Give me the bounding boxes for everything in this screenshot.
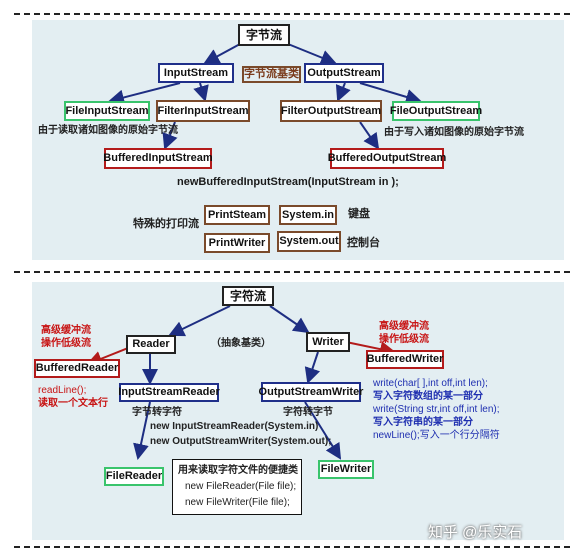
bufferedoutputstream-box: BufferedOutputStream: [328, 148, 446, 169]
fileoutputstream-box: FileOutputStream: [390, 101, 482, 121]
filterinputstream-box: FilterInputStream: [156, 100, 250, 122]
printstream-box: PrintSteam: [204, 205, 270, 225]
reader-buffer-note-1: 高级缓冲流: [41, 325, 91, 336]
bufferedinputstream-box: BufferedInputStream: [103, 148, 213, 169]
arrow-inputstream-to-fileinputstream: [108, 82, 181, 106]
fileoutputstream-note: 由于写入诸如图像的原始字节流: [384, 127, 524, 138]
separator-top: [14, 13, 570, 15]
new-filereader-code: new FileReader(File file);: [185, 481, 297, 492]
newline-method: newLine();写入一个行分隔符: [373, 430, 500, 441]
reader-box: Reader: [126, 335, 176, 354]
inputstream-box: InputStream: [158, 63, 234, 83]
fileinputstream-note: 由于读取诸如图像的原始字节流: [38, 125, 178, 136]
abstract-base-label: （抽象基类）: [211, 338, 271, 349]
bufferedreader-box: BufferedReader: [34, 359, 120, 378]
char-stream-root: 字符流: [222, 286, 274, 306]
writer-buffer-note-1: 高级缓冲流: [379, 321, 429, 332]
write-string-method: write(String str,int off,int len);: [373, 404, 500, 415]
writer-buffer-note-2: 操作低级流: [379, 334, 429, 345]
outputstreamwriter-box: OutputStreamWriter: [259, 382, 363, 402]
readline-method: readLine();: [38, 385, 87, 396]
write-string-description: 写入字符串的某一部分: [373, 417, 473, 428]
special-print-stream-label: 特殊的打印流: [133, 218, 199, 230]
byte-stream-base-label: 字节流基类: [242, 66, 301, 83]
arrow-filteroutputstream-to-bufferedoutputstream: [359, 121, 380, 150]
write-char-array-description: 写入字符数组的某一部分: [373, 391, 483, 402]
new-outputstreamwriter-code: new OutputStreamWriter(System.out);: [150, 436, 332, 447]
readline-description: 读取一个文本行: [38, 398, 108, 409]
filteroutputstream-box: FilterOutputStream: [280, 100, 382, 122]
arrow-filterinputstream-to-bufferedinputstream: [162, 121, 178, 150]
arrow-inputstreamreader-to-filereader: [133, 401, 151, 460]
system-out-box: System.out: [277, 231, 341, 252]
system-in-box: System.in: [279, 205, 337, 225]
isr-description: 字节转字符: [132, 407, 182, 418]
inputstreamreader-box: InputStreamReader: [118, 383, 220, 402]
arrow-inputstream-to-filterinputstream: [193, 82, 209, 102]
convenience-class-title: 用来读取字符文件的便捷类: [178, 465, 298, 476]
arrow-root-to-inputstream: [203, 43, 241, 64]
new-inputstreamreader-code: new InputStreamReader(System.in): [150, 421, 319, 432]
separator-middle: [14, 271, 570, 273]
bufferedinputstream-constructor: newBufferedInputStream(InputStream in );: [177, 176, 399, 188]
console-label: 控制台: [347, 237, 380, 249]
byte-stream-root: 字节流: [238, 24, 290, 46]
separator-bottom: [14, 546, 570, 548]
arrow-writer-to-outputstreamwriter: [304, 351, 321, 384]
filereader-box: FileReader: [104, 467, 164, 486]
new-filewriter-code: new FileWriter(File file);: [185, 497, 290, 508]
convenience-class-box: 用来读取字符文件的便捷类 new FileReader(File file); …: [172, 459, 302, 515]
outputstream-box: OutputStream: [304, 63, 384, 83]
reader-buffer-note-2: 操作低级流: [41, 338, 91, 349]
fileinputstream-box: FileInputStream: [64, 101, 150, 121]
bufferedwriter-box: BufferedWriter: [366, 350, 444, 369]
arrow-root-to-outputstream: [287, 43, 337, 66]
keyboard-label: 键盘: [348, 208, 370, 220]
writer-box: Writer: [306, 332, 350, 352]
arrow-outputstreamwriter-to-filewriter: [304, 401, 342, 460]
arrow-outputstream-to-filteroutputstream: [335, 82, 351, 102]
printwriter-box: PrintWriter: [204, 233, 270, 253]
arrow-root-to-reader: [168, 305, 231, 337]
arrow-root-to-writer: [269, 305, 310, 334]
watermark: 知乎 @乐实石: [428, 524, 523, 541]
arrow-outputstream-to-fileoutputstream: [359, 82, 422, 105]
osw-description: 字符转字节: [283, 407, 333, 418]
write-char-array-method: write(char[ ],int off,int len);: [373, 378, 488, 389]
filewriter-box: FileWriter: [318, 460, 374, 479]
